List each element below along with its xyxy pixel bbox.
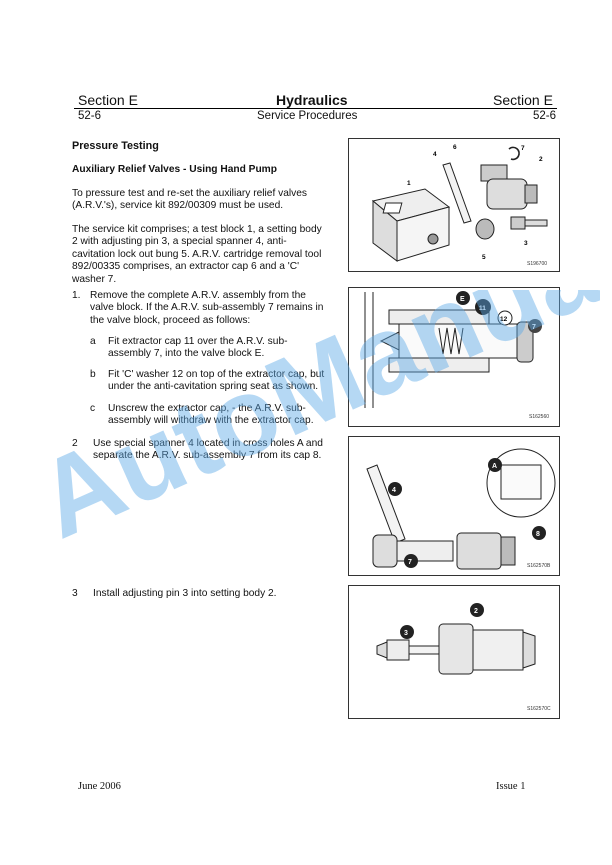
step-1b-text: Fit 'C' washer 12 on top of the extracto… [108,369,325,393]
step-1-text: Remove the complete A.R.V. assembly from… [90,290,324,326]
figure-test-kit: 1 2 3 4 5 6 7 S196700 [348,138,560,272]
fig2-label-E: E [460,296,465,303]
footer-issue: Issue 1 [496,781,526,792]
step-2-number: 2 [72,438,78,449]
step-2-text: Use special spanner 4 located in cross h… [93,438,323,462]
page-number-right: 52-6 [533,110,557,122]
fig1-label-2: 2 [539,156,543,163]
step-1-number: 1. [72,290,81,301]
step-1a-letter: a [90,336,96,347]
fig2-label-7: 7 [532,324,536,331]
fig1-label-6: 6 [453,144,457,151]
fig3-label-8: 8 [536,531,540,538]
kit-description: The service kit comprises; a test block … [72,224,322,285]
fig1-label-7: 7 [521,145,525,152]
figure-extractor-cap: 11 12 E 7 S162560 [348,287,560,427]
step-1a-text: Fit extractor cap 11 over the A.R.V. sub… [108,336,288,360]
footer-date: June 2006 [78,781,121,792]
page-title: Hydraulics [276,92,348,108]
fig1-label-5: 5 [482,254,486,261]
fig1-label-3: 3 [524,240,528,247]
subsection-heading: Auxiliary Relief Valves - Using Hand Pum… [72,164,277,175]
fig1-label-4: 4 [433,151,437,158]
section-heading: Pressure Testing [72,140,159,152]
fig4-code: S162570C [527,706,551,712]
fig3-label-A: A [492,463,497,470]
step-3-number: 3 [72,588,78,599]
fig2-code: S162560 [529,414,549,420]
section-label-left: Section E [78,92,138,108]
extractor-cap-illustration: 11 12 E 7 S162560 [364,291,549,420]
fig3-label-7: 7 [408,559,412,566]
figure-spanner-separation: A 4 8 7 S162570B [348,436,560,576]
page-subtitle: Service Procedures [257,110,358,122]
fig3-code: S162570B [527,563,551,569]
fig2-label-11: 11 [479,305,486,312]
fig3-label-4: 4 [392,487,396,494]
fig1-label-1: 1 [407,180,411,187]
fig2-label-12: 12 [500,316,508,323]
intro-paragraph: To pressure test and re-set the auxiliar… [72,188,307,212]
fig1-code: S196700 [527,261,547,267]
fig4-label-2: 2 [474,608,478,615]
spanner-separation-illustration: A 4 8 7 S162570B [366,448,556,570]
step-1c-letter: c [90,403,96,414]
figure-adjusting-pin: 2 3 S162570C [348,585,560,719]
step-1c-text: Unscrew the extractor cap, - the A.R.V. … [108,403,314,427]
test-kit-illustration: 1 2 3 4 5 6 7 S196700 [371,144,548,267]
step-1b-letter: b [90,369,96,380]
adjusting-pin-illustration: 2 3 S162570C [376,603,551,712]
step-3-text: Install adjusting pin 3 into setting bod… [93,588,277,599]
fig4-label-3: 3 [404,630,408,637]
page-number-left: 52-6 [78,110,102,122]
header-rule [74,108,557,109]
section-label-right: Section E [493,92,553,108]
